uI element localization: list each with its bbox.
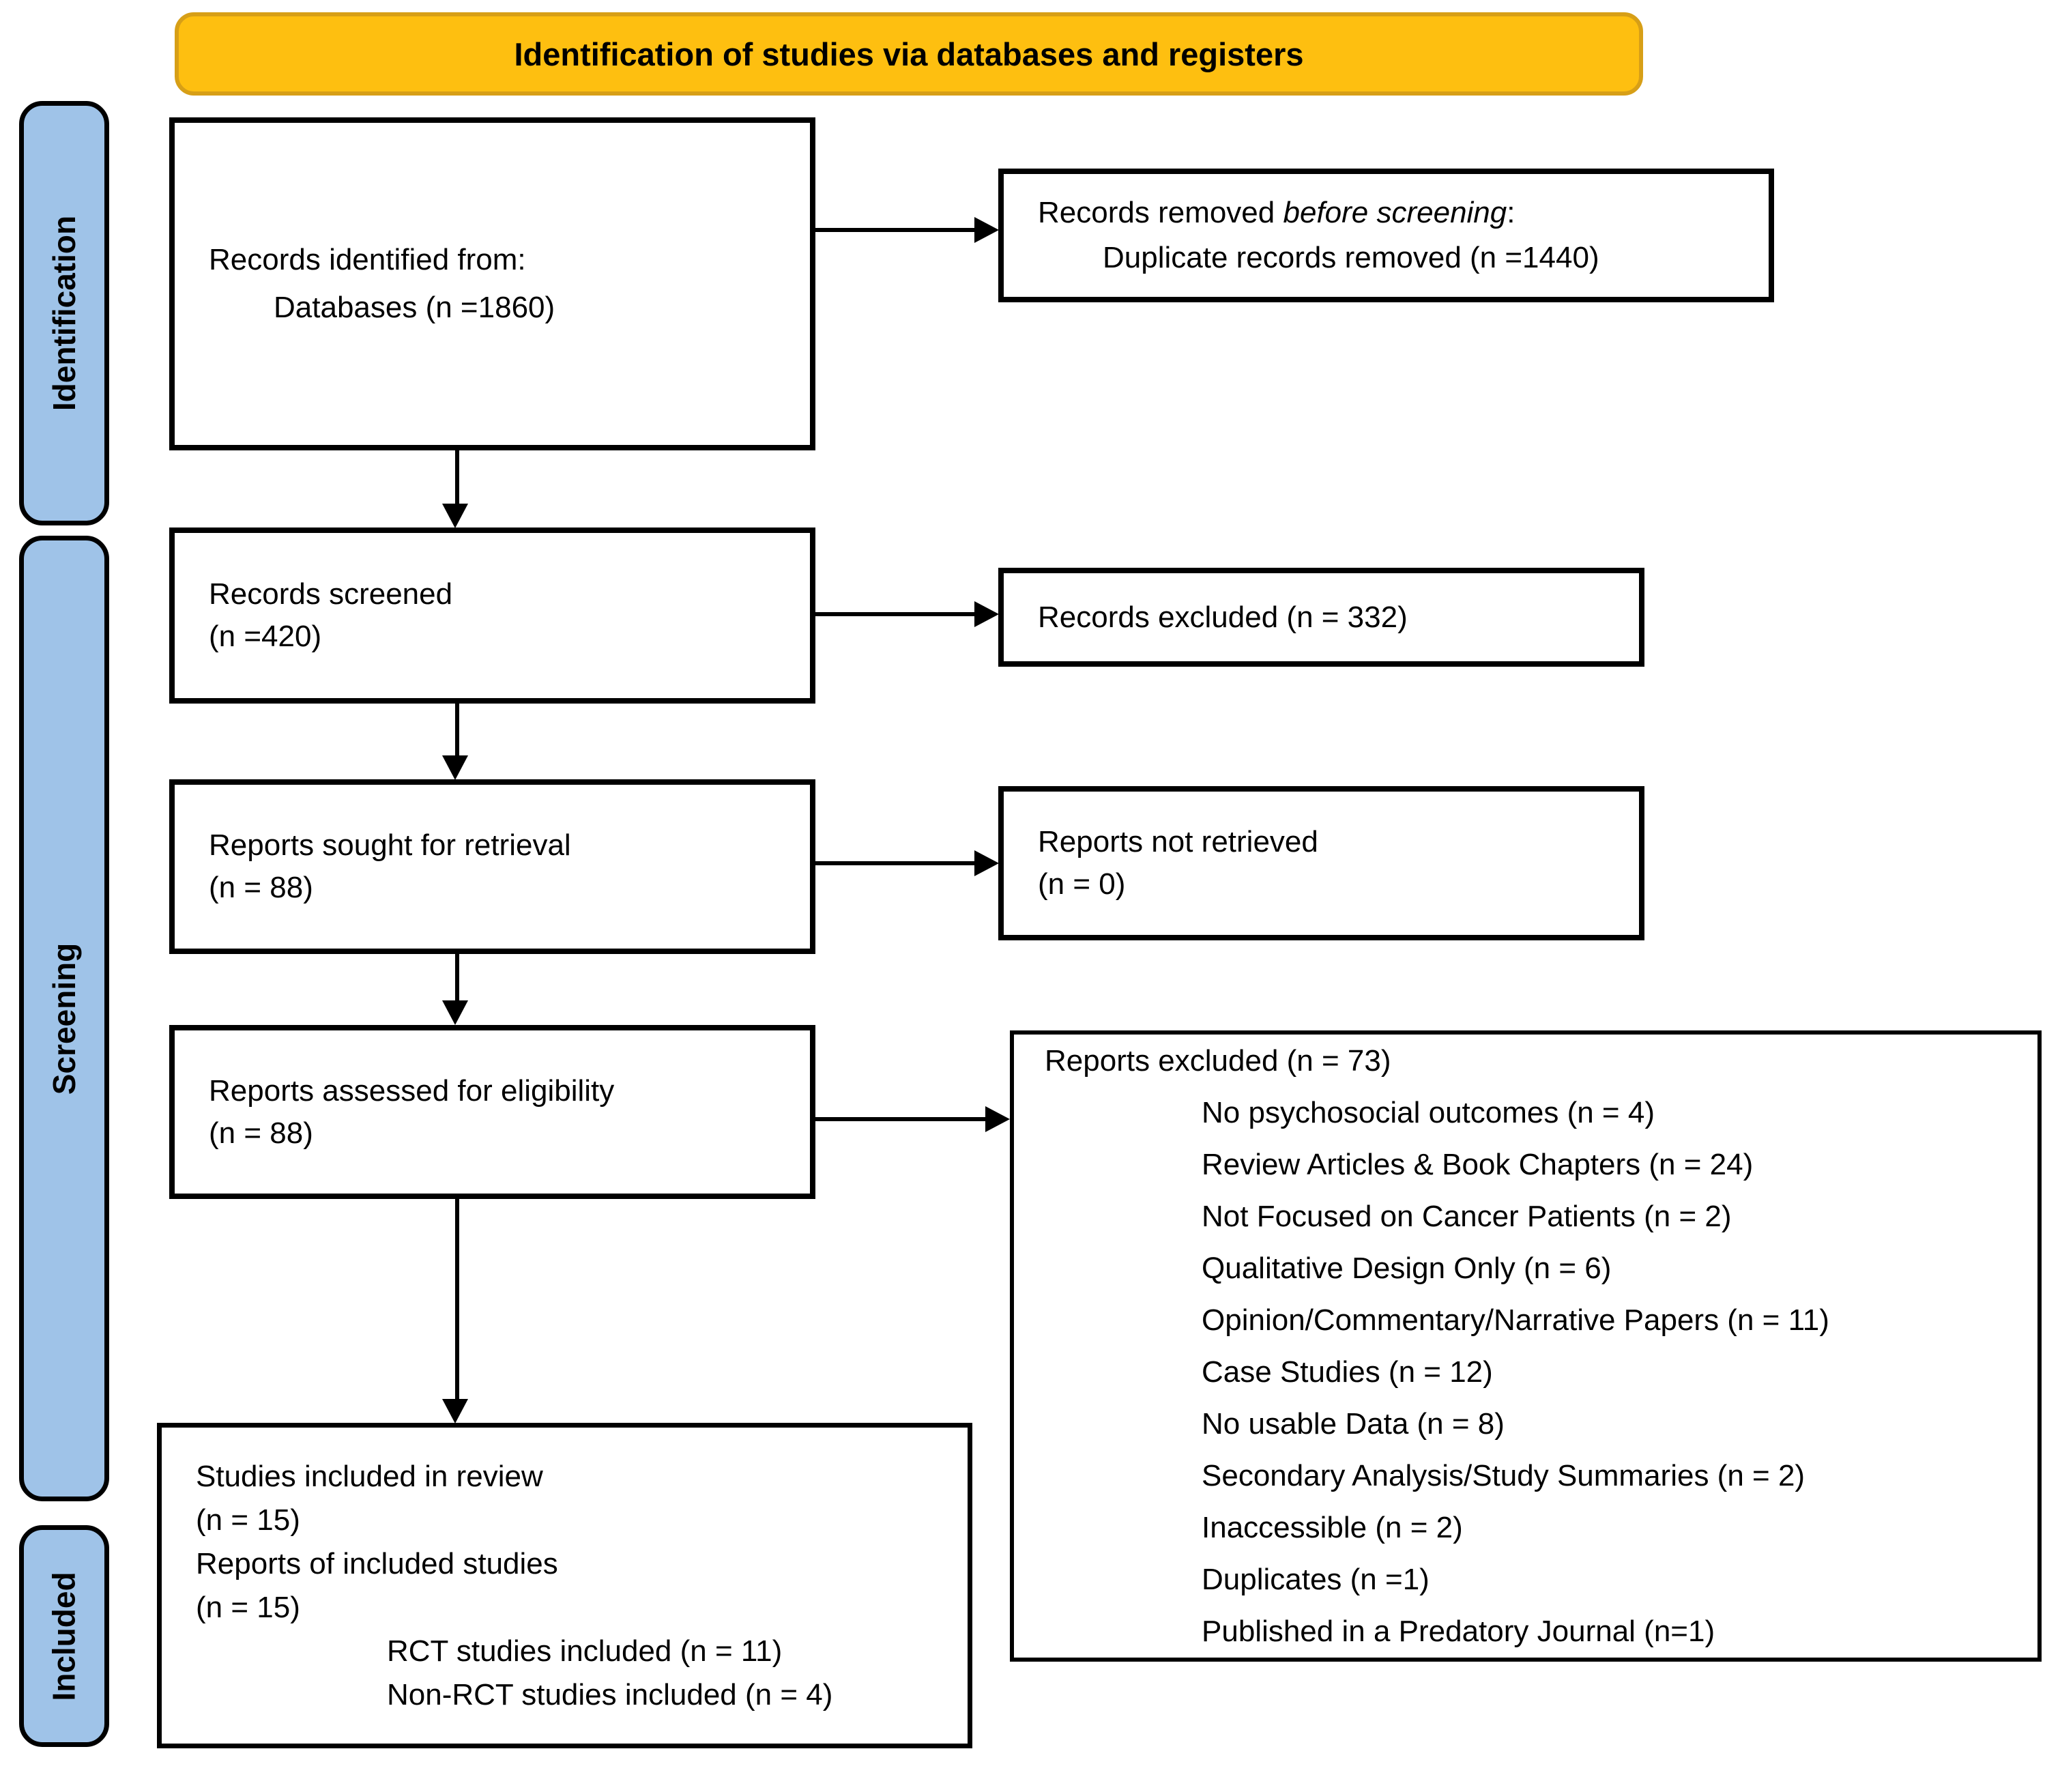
arrow-identified-to-removed-line <box>815 228 976 232</box>
records-screened-line2: (n =420) <box>209 620 322 653</box>
title-banner: Identification of studies via databases … <box>175 12 1643 96</box>
diagram-title: Identification of studies via databases … <box>514 35 1304 72</box>
exclusion-reason: Review Articles & Book Chapters (n = 24) <box>1202 1147 1754 1181</box>
records-removed-prefix: Records removed <box>1038 196 1283 229</box>
arrow-assessed-to-reportsexcluded-head <box>985 1106 1010 1132</box>
arrow-sought-to-assessed-line <box>455 954 459 1003</box>
arrow-sought-to-notretrieved-line <box>815 861 976 865</box>
arrow-sought-to-assessed-head <box>442 1000 468 1025</box>
records-screened-box: Records screened (n =420) <box>169 528 815 704</box>
studies-included-line4: (n = 15) <box>196 1590 300 1624</box>
phase-label-screening-text: Screening <box>46 942 83 1095</box>
studies-included-rct-line: RCT studies included (n = 11) <box>387 1634 783 1668</box>
studies-included-box: Studies included in review (n = 15) Repo… <box>157 1423 972 1748</box>
records-screened-line1: Records screened <box>209 577 453 611</box>
exclusion-reason: Case Studies (n = 12) <box>1202 1355 1493 1389</box>
arrow-screened-to-sought-head <box>442 755 468 780</box>
arrow-identified-to-screened-line <box>455 450 459 506</box>
studies-included-nonrct-line: Non-RCT studies included (n = 4) <box>387 1677 833 1711</box>
phase-label-identification: Identification <box>19 101 109 525</box>
records-removed-italic: before screening <box>1283 196 1507 229</box>
arrow-identified-to-screened-head <box>442 504 468 528</box>
arrow-assessed-to-included-line <box>455 1199 459 1401</box>
reports-excluded-heading: Reports excluded (n = 73) <box>1045 1043 1391 1078</box>
reports-not-retrieved-line2: (n = 0) <box>1038 867 1126 901</box>
arrow-assessed-to-reportsexcluded-line <box>815 1117 986 1121</box>
records-identified-line1: Records identified from: <box>209 243 526 276</box>
reports-assessed-line2: (n = 88) <box>209 1116 313 1150</box>
reports-sought-box: Reports sought for retrieval (n = 88) <box>169 779 815 954</box>
records-removed-line2: Duplicate records removed (n =1440) <box>1103 241 1599 274</box>
reports-excluded-box: Reports excluded (n = 73) No psychosocia… <box>1010 1030 2042 1662</box>
exclusion-reason: Inaccessible (n = 2) <box>1202 1510 1463 1544</box>
exclusion-reason: Not Focused on Cancer Patients (n = 2) <box>1202 1199 1732 1233</box>
records-removed-suffix: : <box>1507 196 1515 229</box>
phase-label-identification-text: Identification <box>46 215 83 411</box>
phase-label-screening: Screening <box>19 536 109 1501</box>
exclusion-reason: Qualitative Design Only (n = 6) <box>1202 1251 1612 1285</box>
exclusion-reason: Published in a Predatory Journal (n=1) <box>1202 1614 1715 1648</box>
exclusion-reason: No psychosocial outcomes (n = 4) <box>1202 1095 1655 1129</box>
exclusion-reason: Secondary Analysis/Study Summaries (n = … <box>1202 1458 1805 1492</box>
records-identified-line2: Databases (n =1860) <box>274 291 555 324</box>
arrow-assessed-to-included-head <box>442 1399 468 1424</box>
arrow-identified-to-removed-head <box>974 217 999 243</box>
records-identified-box: Records identified from: Databases (n =1… <box>169 117 815 450</box>
arrow-sought-to-notretrieved-head <box>974 850 999 876</box>
reports-assessed-box: Reports assessed for eligibility (n = 88… <box>169 1025 815 1199</box>
arrow-screened-to-excluded-line <box>815 612 976 616</box>
records-excluded-line1: Records excluded (n = 332) <box>1038 600 1408 634</box>
studies-included-line1: Studies included in review <box>196 1459 543 1493</box>
exclusion-reason: Duplicates (n =1) <box>1202 1562 1430 1596</box>
studies-included-line3: Reports of included studies <box>196 1546 558 1580</box>
reports-sought-line2: (n = 88) <box>209 871 313 904</box>
reports-sought-line1: Reports sought for retrieval <box>209 828 571 862</box>
phase-label-included: Included <box>19 1525 109 1747</box>
exclusion-reason: Opinion/Commentary/Narrative Papers (n =… <box>1202 1303 1829 1337</box>
exclusion-reason: No usable Data (n = 8) <box>1202 1406 1505 1441</box>
reports-not-retrieved-box: Reports not retrieved (n = 0) <box>998 786 1644 940</box>
reports-not-retrieved-line1: Reports not retrieved <box>1038 825 1318 858</box>
reports-assessed-line1: Reports assessed for eligibility <box>209 1073 615 1108</box>
records-excluded-box: Records excluded (n = 332) <box>998 568 1644 667</box>
arrow-screened-to-sought-line <box>455 704 459 757</box>
records-removed-box: Records removed before screening: Duplic… <box>998 169 1774 302</box>
phase-label-included-text: Included <box>46 1571 82 1701</box>
studies-included-line2: (n = 15) <box>196 1503 300 1537</box>
arrow-screened-to-excluded-head <box>974 601 999 627</box>
records-removed-line1: Records removed before screening: <box>1004 190 1769 235</box>
